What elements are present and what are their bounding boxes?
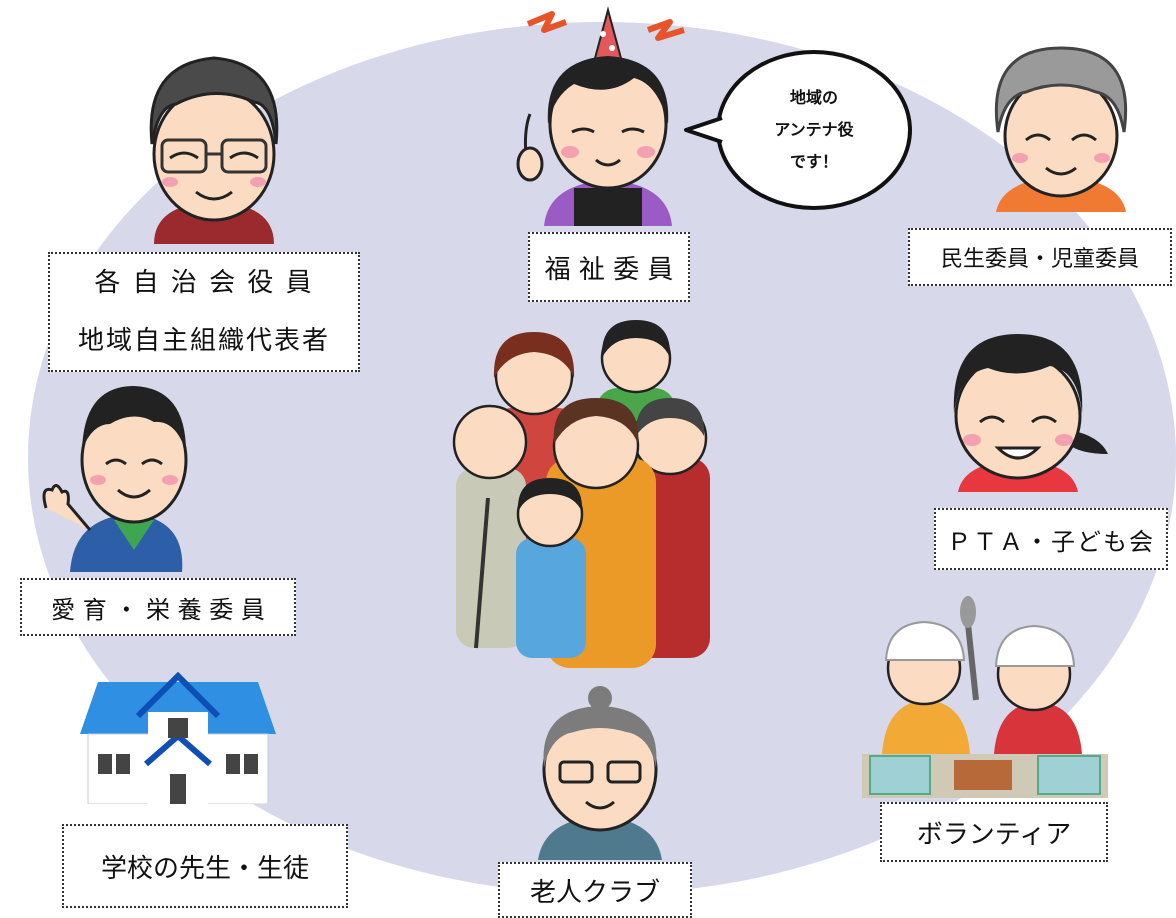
speech-bubble-tail — [684, 116, 723, 144]
speech-line3: です！ — [789, 152, 838, 171]
minsei-member-label: 民生委員・児童委員 — [908, 228, 1172, 286]
pta-member-illustration — [953, 334, 1108, 492]
aiiku-member-illustration — [42, 386, 188, 572]
jichikai-officer-line2: 地域自主組織代表者 — [77, 326, 330, 356]
volunteer-illustration — [862, 596, 1108, 798]
welfare-member-illustration — [516, 6, 685, 226]
rojin-club-label: 老人クラブ — [498, 862, 692, 918]
speech-line1: 地域の — [789, 88, 838, 107]
welfare-member-label: 福 祉 委 員 — [528, 232, 690, 302]
speech-line2: アンテナ役 — [774, 120, 854, 139]
school-building-illustration — [80, 671, 276, 804]
family-group-illustration — [452, 320, 710, 668]
jichikai-officer-label: 各 自 治 会 役 員 地域自主組織代表者 — [48, 252, 360, 372]
rojin-club-illustration — [538, 686, 662, 860]
aiiku-member-label: 愛 育 ・ 栄 養 委 員 — [20, 578, 296, 636]
volunteer-label: ボランティア — [880, 802, 1108, 862]
minsei-member-illustration — [994, 46, 1128, 212]
speech-bubble: 地域の アンテナ役 です！ — [716, 50, 912, 210]
jichikai-officer-line1: 各 自 治 会 役 員 — [94, 268, 314, 298]
pta-member-label: ＰＴＡ・子ども会 — [934, 508, 1168, 570]
school-label: 学校の先生・生徒 — [62, 824, 348, 908]
jichikai-officer-illustration — [149, 56, 279, 244]
